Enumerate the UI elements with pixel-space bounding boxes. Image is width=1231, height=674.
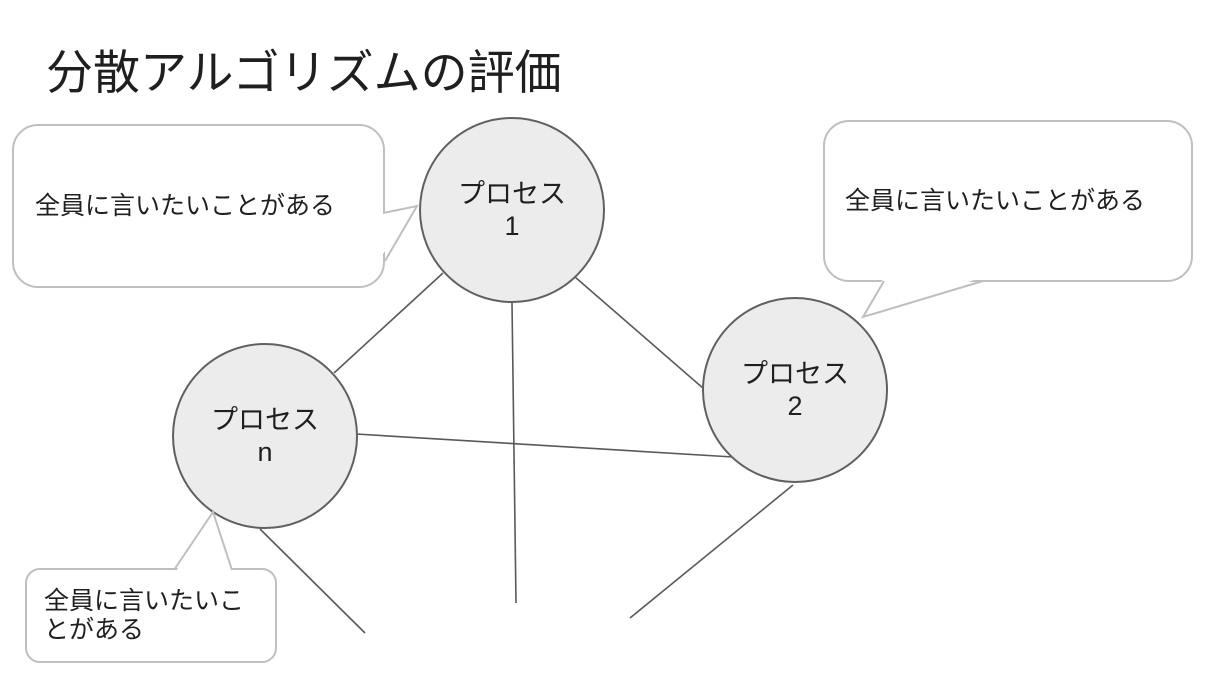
edge-process1-processn (333, 272, 444, 374)
callout-left-tail-outline (382, 204, 419, 262)
node-process-1-text: プロセス 1 (458, 178, 566, 242)
callout-bottom-left: 全員に言いたいことがある (25, 568, 277, 663)
callout-right: 全員に言いたいことがある (823, 120, 1193, 282)
callout-right-text: 全員に言いたいことがある (845, 186, 1146, 215)
node-process-2-text: プロセス 2 (741, 358, 849, 422)
node-label: プロセス (741, 359, 849, 389)
callout-right-tail-outline (860, 280, 984, 319)
node-number: 1 (504, 211, 520, 241)
node-process-2: プロセス 2 (702, 297, 888, 483)
node-number: n (257, 437, 273, 467)
node-process-n-text: プロセス n (211, 404, 319, 468)
callout-bottom-left-text: 全員に言いたいことがある (44, 586, 245, 644)
edge-processn-process2 (355, 433, 734, 458)
node-process-n: プロセス n (172, 343, 358, 529)
callout-right-tail (863, 277, 983, 317)
node-number: 2 (787, 391, 803, 421)
node-process-1: プロセス 1 (419, 117, 605, 303)
callout-left: 全員に言いたいことがある (12, 124, 385, 288)
edge-process1-offscreen (511, 302, 517, 604)
slide-title: 分散アルゴリズムの評価 (46, 46, 562, 99)
callout-left-text: 全員に言いたいことがある (35, 191, 336, 220)
edge-process2-offscreen (629, 484, 794, 619)
callout-bottom-tail (175, 512, 232, 573)
callout-bottom-tail-outline (173, 509, 233, 571)
node-label: プロセス (211, 405, 319, 435)
edge-process1-process2 (574, 276, 705, 390)
node-label: プロセス (458, 179, 566, 209)
